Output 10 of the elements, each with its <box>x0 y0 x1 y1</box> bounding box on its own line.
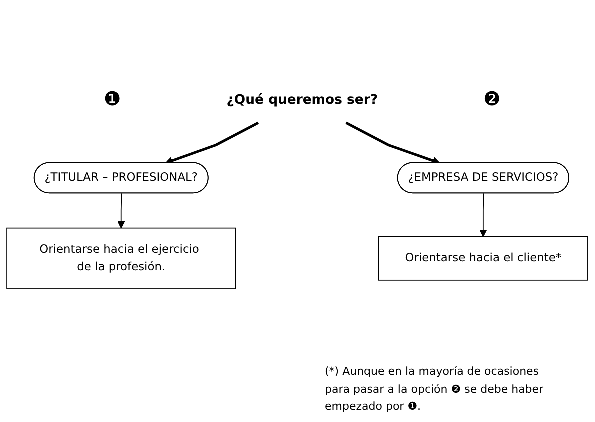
node-label: ❷ <box>484 88 501 111</box>
node-box: Orientarse hacia el ejercicio de la profesión. <box>6 228 236 290</box>
node-box: Orientarse hacia el cliente* <box>378 236 588 281</box>
arrow <box>346 122 440 165</box>
arrow <box>165 122 260 165</box>
footnote: (*) Aunque en la mayoría de ocasiones para pasar a la opción ❷ se debe haber empezado por ❶. <box>325 364 545 416</box>
node-label: ❶ <box>104 88 122 111</box>
arrow <box>118 193 126 229</box>
node-text: ¿Qué queremos ser? <box>226 92 378 108</box>
arrow <box>480 193 488 238</box>
